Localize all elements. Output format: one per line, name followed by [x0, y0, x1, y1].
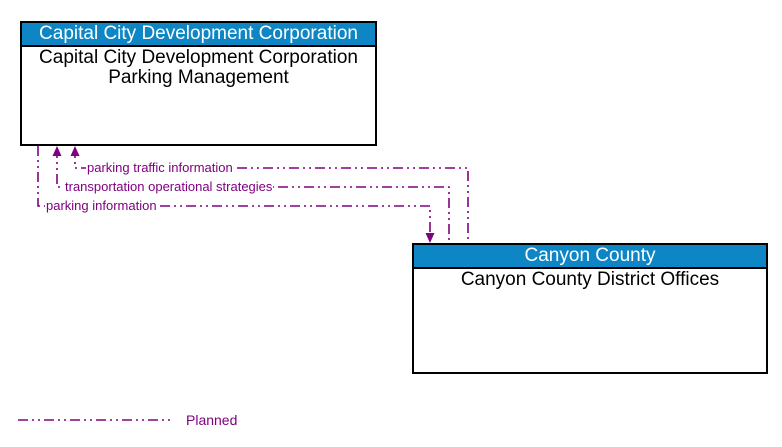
arrowhead-up-parking-traffic-information — [70, 146, 80, 156]
entity-box-canyon-county-district-offices: Canyon County Canyon County District Off… — [412, 243, 768, 374]
entity-box-ccdc-parking-management: Capital City Development Corporation Cap… — [20, 21, 377, 146]
flow-line-parking-information — [37, 146, 435, 243]
flow-label-parking-traffic-information: parking traffic information — [86, 160, 234, 175]
flow-label-transportation-operational-strategies: transportation operational strategies — [64, 179, 274, 194]
flow-label-parking-information: parking information — [45, 198, 158, 213]
arrowhead-down-parking-information — [425, 233, 435, 243]
flow-path-parking-traffic-information — [74, 148, 469, 243]
flow-path-parking-information — [37, 146, 431, 234]
entity-body-canyon-county: Canyon County District Offices — [414, 269, 766, 290]
entity-header-ccdc: Capital City Development Corporation — [22, 23, 375, 47]
legend-planned-label: Planned — [186, 412, 238, 428]
entity-body-line: Capital City Development Corporation — [39, 47, 358, 68]
entity-header-canyon-county: Canyon County — [414, 245, 766, 269]
entity-body-ccdc: Capital City Development Corporation Par… — [22, 47, 375, 88]
arrowhead-up-transportation-operational-strategies — [52, 146, 62, 156]
entity-body-line: Canyon County District Offices — [460, 269, 720, 290]
flow-line-parking-traffic-information — [70, 146, 469, 243]
entity-body-line: Parking Management — [108, 67, 289, 88]
